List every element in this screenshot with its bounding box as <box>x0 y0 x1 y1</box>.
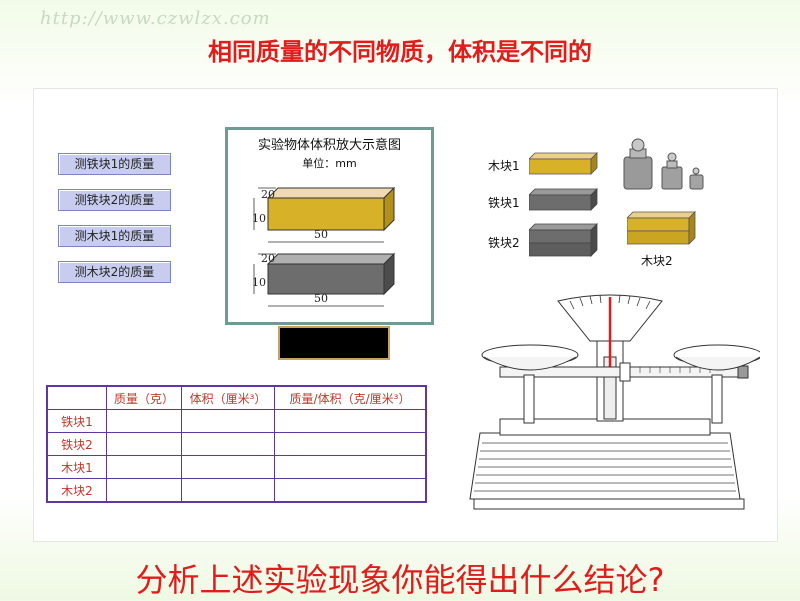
row-label: 木块1 <box>46 455 107 479</box>
measure-wood1-button[interactable]: 测木块1的质量 <box>58 225 171 247</box>
table-cell <box>274 432 427 456</box>
table-cell <box>274 478 427 503</box>
experiment-stage: 测铁块1的质量 测铁块2的质量 测木块1的质量 测木块2的质量 实验物体体积放大… <box>33 88 778 542</box>
measure-iron1-button[interactable]: 测铁块1的质量 <box>58 153 171 175</box>
bottom-block-length-label: 50 <box>314 292 328 305</box>
row-label: 铁块1 <box>46 409 107 433</box>
iron1-block[interactable] <box>529 188 599 212</box>
beam-knob <box>737 365 749 379</box>
table-header: 质量/体积（克/厘米³） <box>274 385 427 410</box>
conclusion-question: 分析上述实验现象你能得出什么结论? <box>135 561 665 599</box>
balance-dial <box>557 294 663 371</box>
wood2-block[interactable] <box>627 211 697 247</box>
wood-block-drawing <box>266 186 396 232</box>
top-block-width-label: 10 <box>252 212 266 225</box>
table-cell <box>106 478 182 503</box>
top-block-height-label: 20 <box>261 188 275 201</box>
diagram-drawing <box>253 186 396 307</box>
wood2-label: 木块2 <box>641 254 673 268</box>
table-header <box>46 385 107 410</box>
diagram-title: 实验物体体积放大示意图 <box>257 138 401 153</box>
table-cell <box>106 455 182 479</box>
table-header: 质量（克） <box>106 385 182 410</box>
wood1-label: 木块1 <box>488 159 520 173</box>
volume-diagram: 实验物体体积放大示意图 单位：mm 20 10 50 <box>225 127 434 325</box>
table-cell <box>106 432 182 456</box>
diagram-unit: 单位：mm <box>302 157 357 170</box>
wood1-block[interactable] <box>529 152 599 176</box>
rider-weight <box>619 362 631 382</box>
iron-block-drawing <box>266 252 396 296</box>
right-pan <box>673 344 760 424</box>
weight-medium-icon <box>661 152 683 190</box>
iron2-block[interactable] <box>529 223 599 259</box>
mass-display <box>278 326 390 360</box>
results-table: 质量（克） 体积（厘米³） 质量/体积（克/厘米³） 铁块1 铁块2 木块1 木… <box>46 385 427 503</box>
table-cell <box>274 409 427 433</box>
measure-iron2-button[interactable]: 测铁块2的质量 <box>58 189 171 211</box>
row-label: 铁块2 <box>46 432 107 456</box>
table-row: 木块1 <box>46 455 427 479</box>
balance-beam <box>499 362 749 382</box>
iron1-label: 铁块1 <box>488 196 520 210</box>
table-header-row: 质量（克） 体积（厘米³） 质量/体积（克/厘米³） <box>46 385 427 410</box>
table-row: 铁块1 <box>46 409 427 433</box>
weight-small-icon <box>689 167 704 190</box>
table-row: 铁块2 <box>46 432 427 456</box>
bottom-block-width-label: 10 <box>252 276 266 289</box>
table-cell <box>181 432 275 456</box>
weights-set[interactable] <box>618 137 708 193</box>
table-cell <box>274 455 427 479</box>
table-cell <box>181 455 275 479</box>
watermark: http://www.czwlzx.com <box>40 8 271 29</box>
table-row: 木块2 <box>46 478 427 503</box>
table-cell <box>181 409 275 433</box>
page-title: 相同质量的不同物质，体积是不同的 <box>208 38 592 66</box>
table-cell <box>181 478 275 503</box>
iron2-label: 铁块2 <box>488 236 520 250</box>
table-cell <box>106 409 182 433</box>
weight-large-icon <box>623 138 653 190</box>
row-label: 木块2 <box>46 478 107 503</box>
table-header: 体积（厘米³） <box>181 385 275 410</box>
balance-base <box>469 418 745 510</box>
left-pan <box>481 344 579 424</box>
bottom-block-height-label: 20 <box>261 252 275 265</box>
balance-scale <box>469 294 760 510</box>
measure-wood2-button[interactable]: 测木块2的质量 <box>58 261 171 283</box>
top-block-length-label: 50 <box>314 228 328 241</box>
